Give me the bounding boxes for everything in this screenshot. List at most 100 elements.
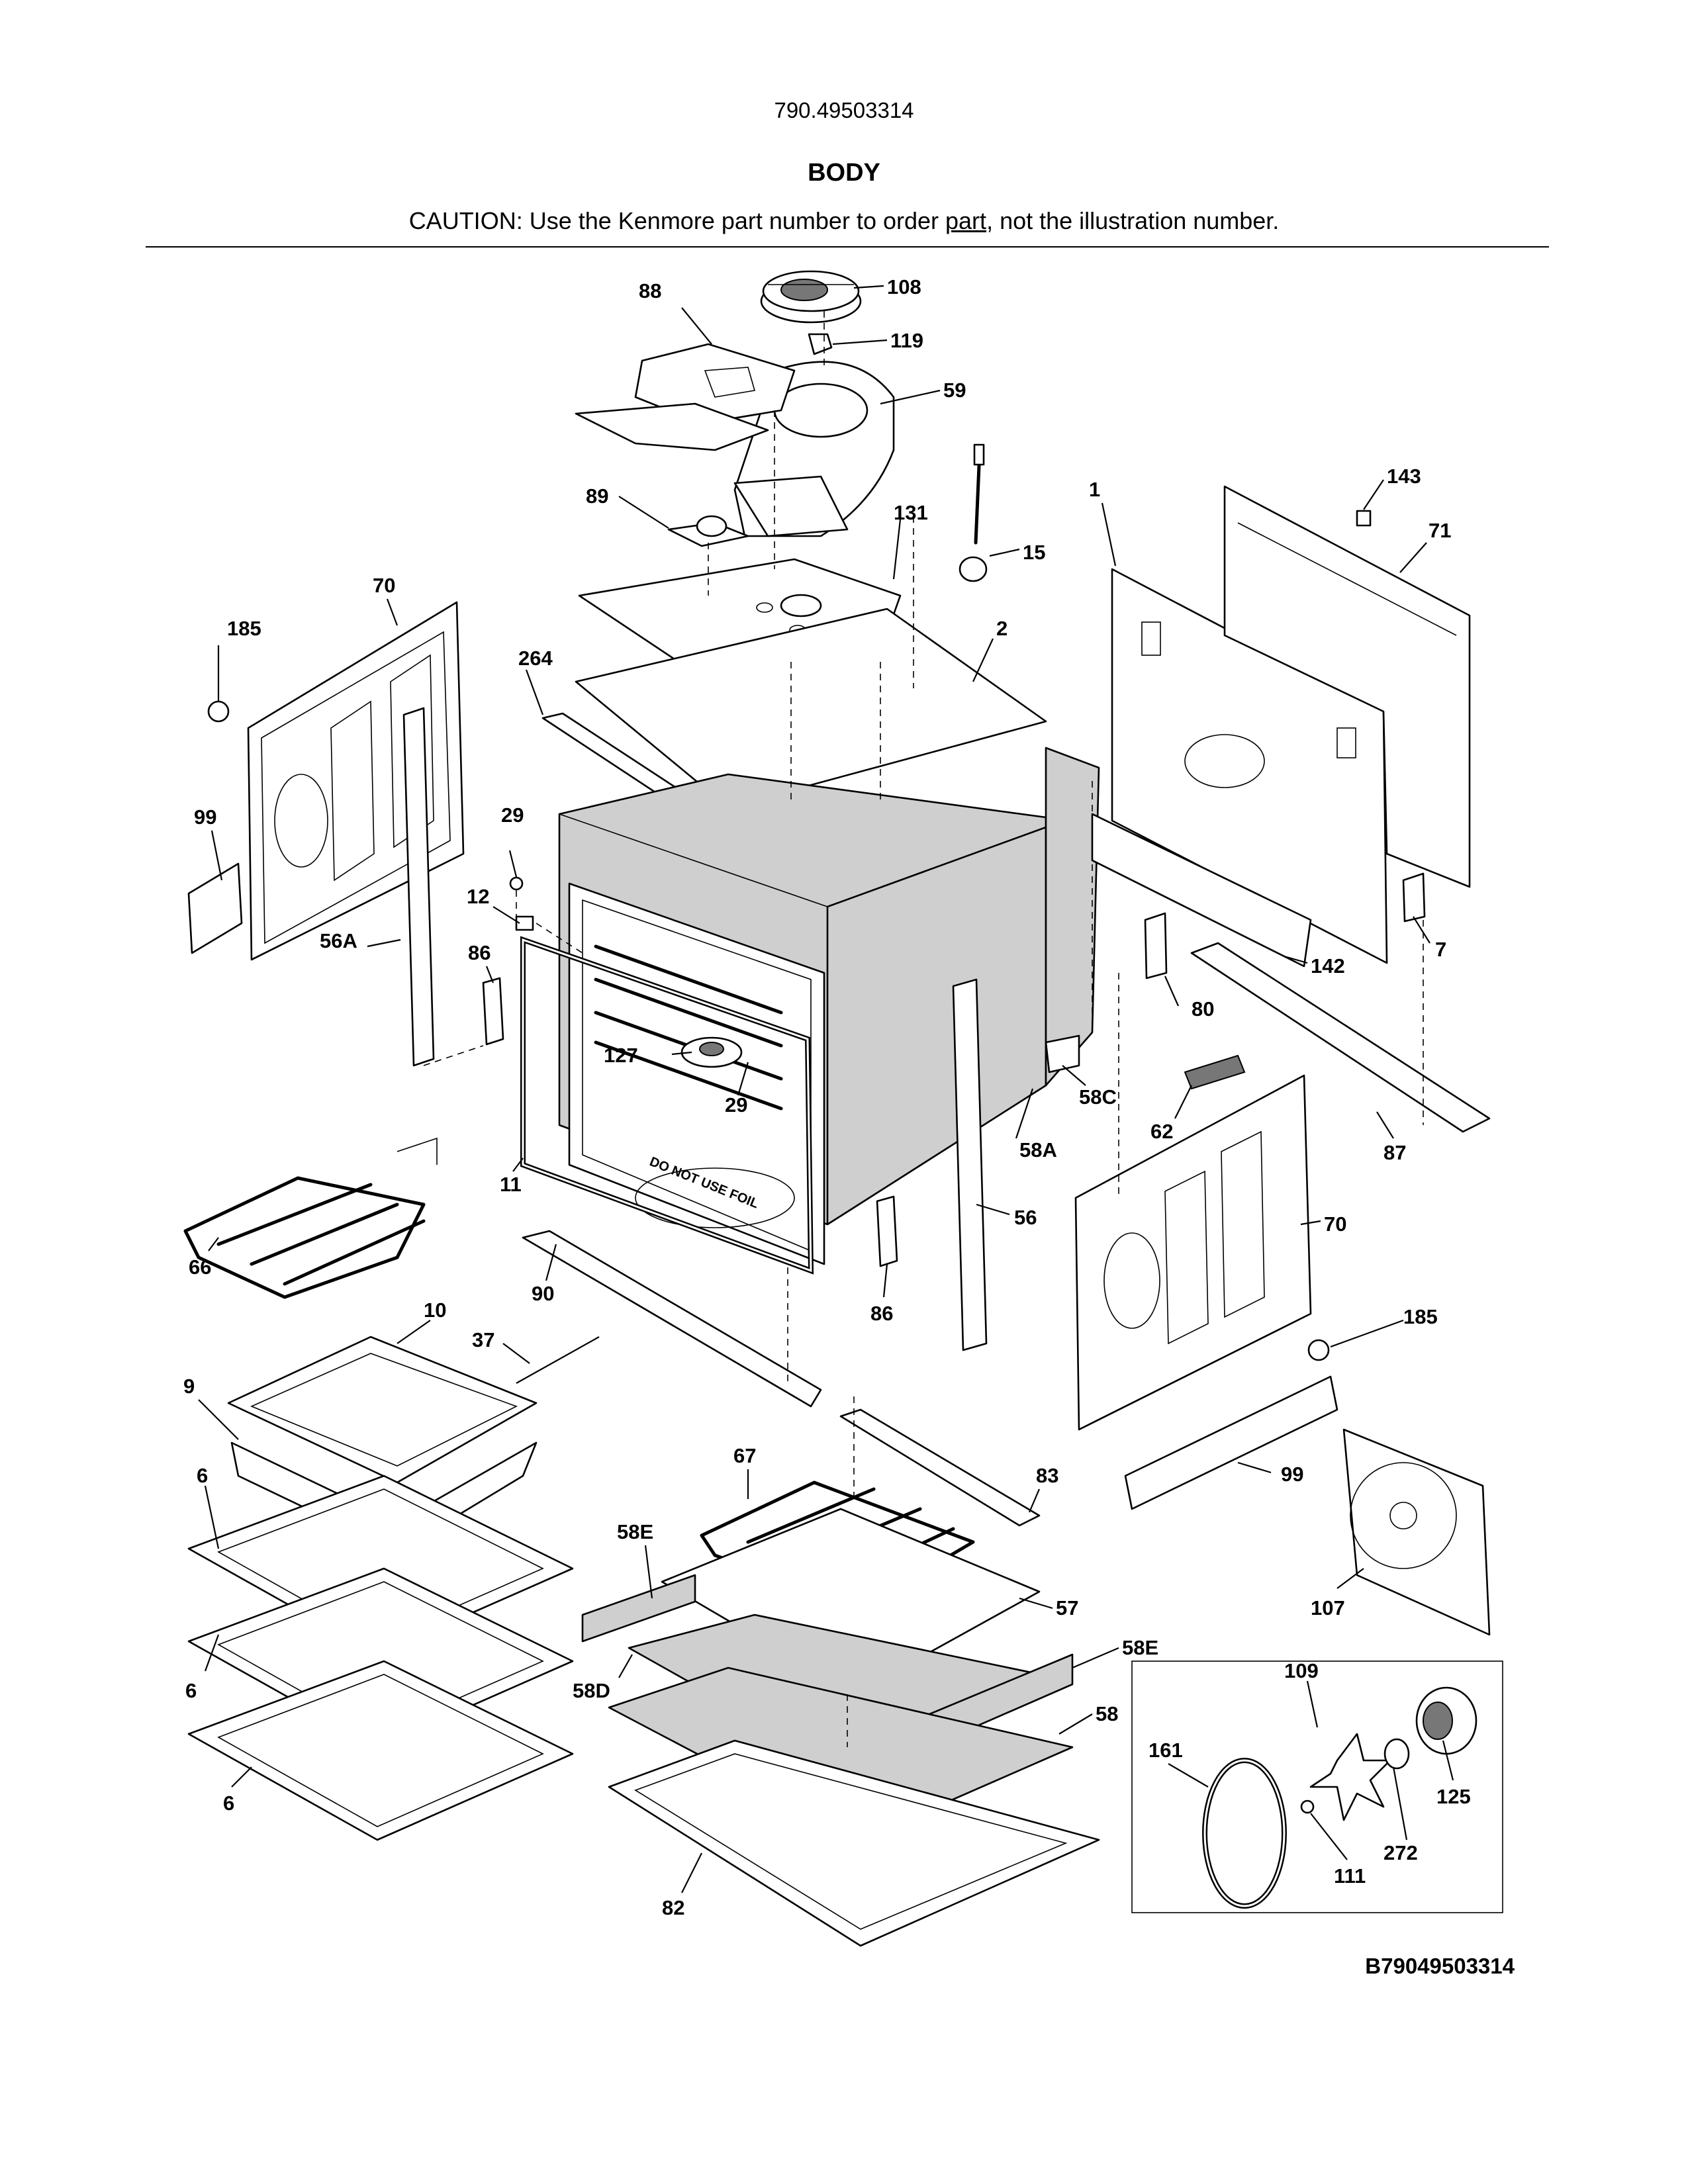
callout-86-left: 86 <box>468 941 491 964</box>
callout-58E-right: 58E <box>1122 1636 1158 1659</box>
callout-87: 87 <box>1383 1141 1406 1164</box>
callout-10: 10 <box>424 1298 446 1322</box>
callout-59: 59 <box>943 379 966 402</box>
callout-272: 272 <box>1383 1841 1418 1864</box>
callout-56: 56 <box>1014 1206 1037 1229</box>
callout-37: 37 <box>472 1328 494 1351</box>
callout-29-top: 29 <box>501 803 524 827</box>
part-127-convection-fan-cover <box>680 1036 743 1068</box>
callout-15: 15 <box>1023 541 1045 564</box>
part-161-fan-bracket <box>1202 1758 1287 1909</box>
part-15-sensor <box>959 443 988 582</box>
callout-2: 2 <box>996 617 1008 640</box>
callout-82: 82 <box>662 1896 684 1919</box>
callout-119: 119 <box>890 329 923 352</box>
callout-9: 9 <box>183 1375 195 1398</box>
callout-125: 125 <box>1436 1785 1471 1808</box>
callout-108: 108 <box>887 275 921 298</box>
part-58E-left-insulation <box>581 1574 696 1643</box>
callout-29-mid: 29 <box>725 1093 747 1116</box>
part-89-switch <box>667 515 749 547</box>
callout-58D: 58D <box>573 1679 610 1702</box>
callout-6-bottom: 6 <box>223 1792 234 1815</box>
part-56A-left-trim <box>402 707 435 1067</box>
callout-57: 57 <box>1056 1596 1078 1619</box>
model-number: 790.49503314 <box>774 98 914 122</box>
callout-185-right: 185 <box>1403 1305 1438 1328</box>
part-99-left-rail <box>187 862 243 954</box>
part-37-wire <box>516 1336 600 1384</box>
callout-1: 1 <box>1089 478 1100 501</box>
part-2-top-shield <box>575 608 1047 809</box>
callout-62: 62 <box>1150 1120 1173 1143</box>
part-62-terminal <box>1184 1054 1246 1090</box>
part-86-left-hinge <box>482 977 504 1046</box>
part-185-right-bumper <box>1307 1339 1330 1361</box>
callout-70-right: 70 <box>1324 1212 1346 1236</box>
part-70-right-side-panel <box>1074 1074 1312 1431</box>
callout-labels: 88 108 119 59 89 131 15 1 143 71 70 185 … <box>183 275 1471 1919</box>
part-71-rear-shield <box>1223 485 1471 888</box>
part-10-broiler-grid <box>227 1336 538 1484</box>
part-185-left-bumper <box>207 700 230 723</box>
part-58C-bracket <box>1045 1034 1080 1073</box>
part-11-door-gasket <box>520 936 814 1275</box>
part-6-oven-rack-3 <box>187 1660 574 1841</box>
callout-89: 89 <box>586 484 608 508</box>
callout-127: 127 <box>604 1044 638 1067</box>
part-107-fan-cover <box>1342 1428 1491 1636</box>
callout-56A: 56A <box>320 929 357 952</box>
part-87-rail <box>1190 942 1491 1133</box>
part-82-bottom-pan <box>608 1739 1100 1947</box>
callout-58C: 58C <box>1079 1085 1117 1109</box>
callout-58A: 58A <box>1019 1138 1057 1161</box>
part-111-nut <box>1300 1799 1315 1814</box>
part-80-bracket <box>1144 912 1168 979</box>
callout-66: 66 <box>189 1255 211 1279</box>
alignment-lines <box>423 311 1424 1747</box>
callout-58E-left: 58E <box>617 1520 653 1543</box>
callout-71: 71 <box>1429 519 1451 542</box>
callout-83: 83 <box>1036 1464 1058 1487</box>
part-12-screw <box>515 915 534 931</box>
part-86-right-hinge <box>876 1195 898 1267</box>
leader-lines <box>198 285 1454 1893</box>
callout-131: 131 <box>894 501 928 524</box>
caution-text-underlined: part <box>945 207 987 234</box>
part-272-spacer <box>1383 1738 1410 1770</box>
callout-70-left: 70 <box>373 574 395 597</box>
callout-143: 143 <box>1387 465 1421 488</box>
part-143-clip <box>1356 510 1372 527</box>
part-109-fan-blade <box>1309 1733 1391 1821</box>
callout-90: 90 <box>532 1282 554 1305</box>
caution-notice: CAUTION: Use the Kenmore part number to … <box>0 207 1688 235</box>
part-108-blower-motor <box>760 270 862 324</box>
convection-fan-inset <box>1131 1661 1503 1913</box>
callout-107: 107 <box>1311 1596 1345 1619</box>
section-title: BODY <box>808 159 880 187</box>
callout-12: 12 <box>467 885 489 908</box>
part-83-bracket <box>839 1408 1041 1527</box>
callout-161: 161 <box>1149 1739 1183 1762</box>
part-56-right-trim <box>952 978 988 1351</box>
callout-80: 80 <box>1192 997 1214 1021</box>
callout-86-right: 86 <box>870 1302 893 1325</box>
callout-264: 264 <box>518 647 553 670</box>
part-90-front-trim <box>522 1230 822 1408</box>
caution-text-end: , not the illustration number. <box>986 207 1280 234</box>
callout-99-left: 99 <box>194 805 216 829</box>
part-99-right-rail <box>1124 1375 1338 1510</box>
callout-67: 67 <box>733 1444 756 1467</box>
callout-99-right: 99 <box>1281 1463 1303 1486</box>
part-70-left-side-panel <box>247 601 465 961</box>
callout-6-mid: 6 <box>185 1679 197 1702</box>
part-66-broil-element <box>183 1137 438 1299</box>
part-7-bracket <box>1402 872 1426 923</box>
callout-11: 11 <box>500 1173 522 1196</box>
callout-58: 58 <box>1096 1702 1118 1725</box>
callout-88: 88 <box>639 279 661 302</box>
part-125-fan-motor <box>1415 1686 1477 1755</box>
part-29-top-screw <box>509 876 524 891</box>
callout-111: 111 <box>1334 1864 1366 1888</box>
